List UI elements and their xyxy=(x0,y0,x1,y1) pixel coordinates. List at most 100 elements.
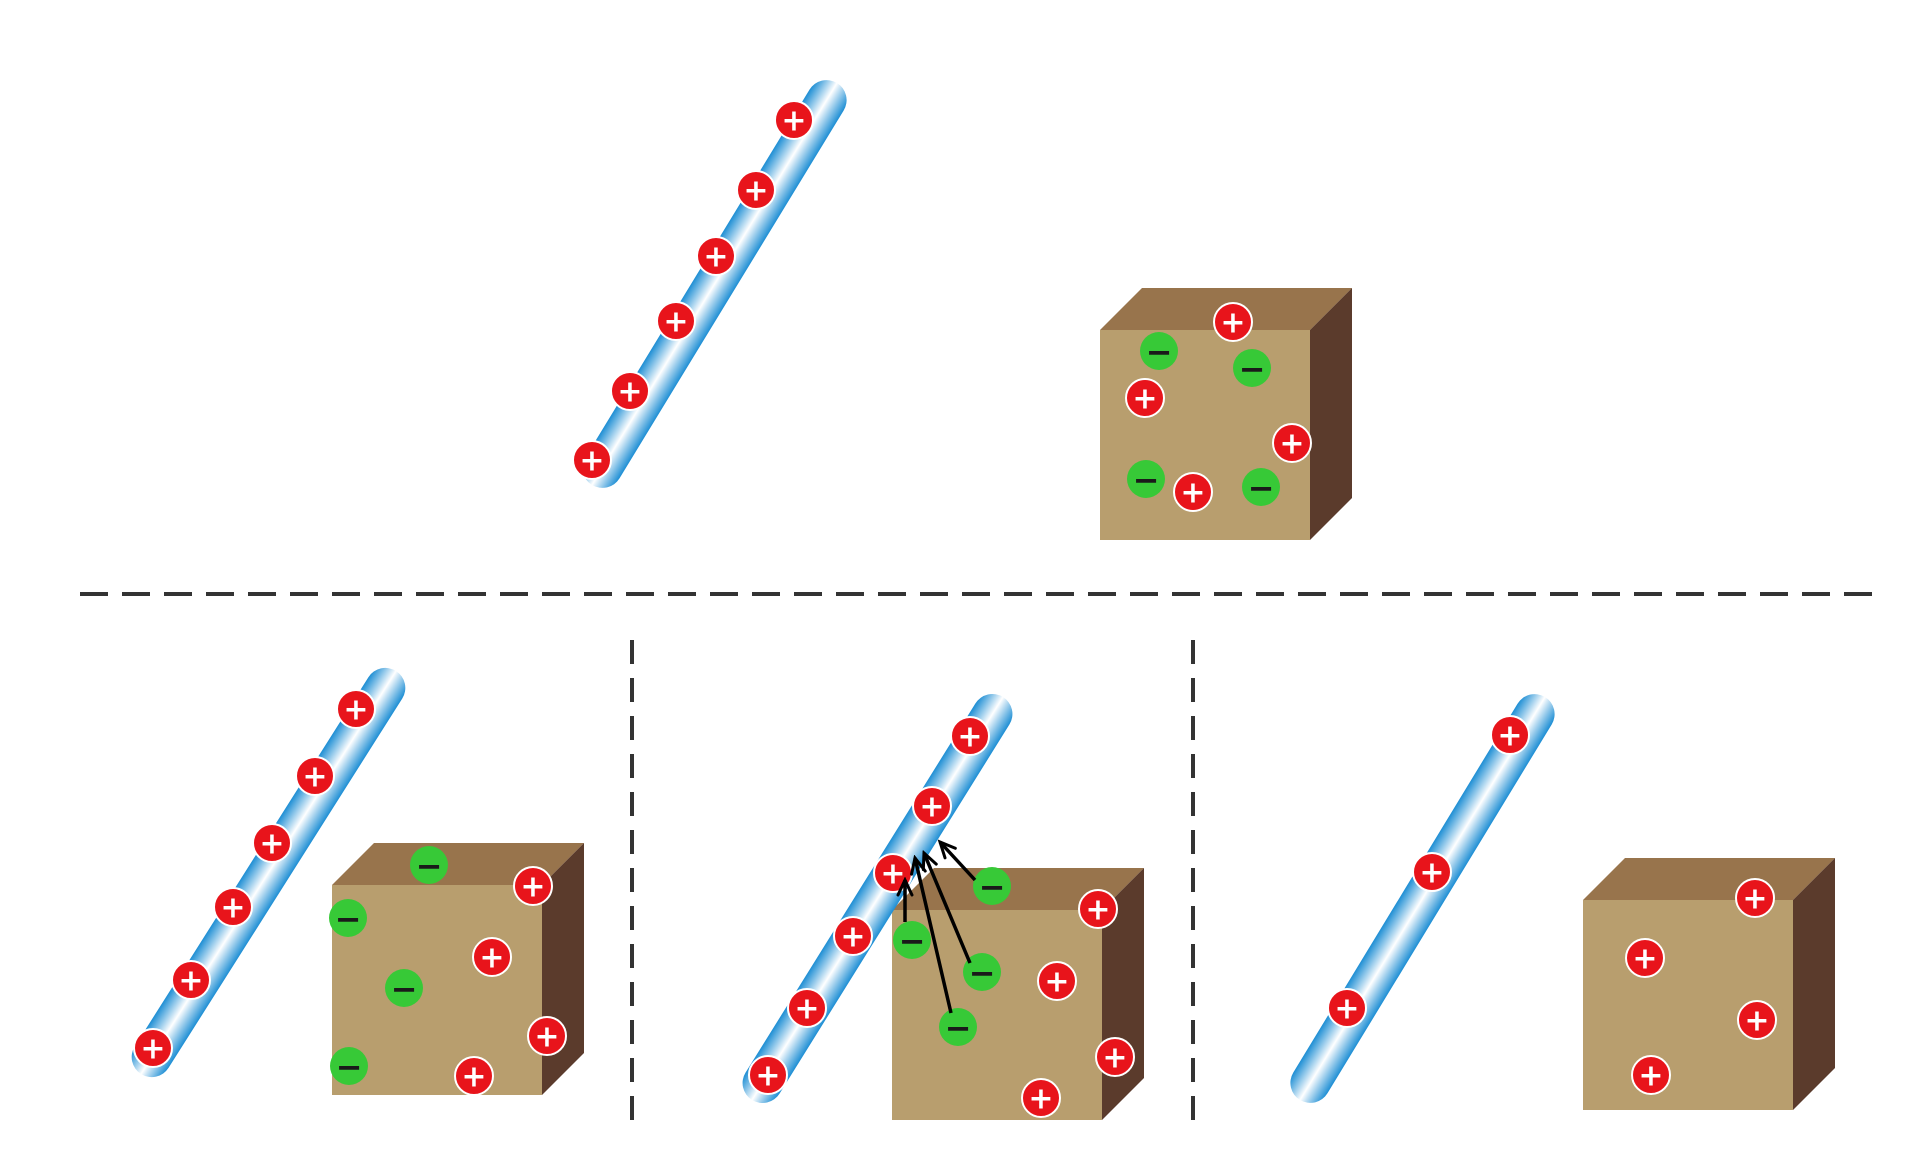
positive-sign: + xyxy=(1744,1004,1769,1039)
negative-charge-circle xyxy=(1242,468,1280,506)
bottom-1-object-positive-charge-4: + xyxy=(454,1056,494,1096)
bottom-3-rod-positive-charge-1: + xyxy=(1490,715,1530,755)
positive-charge-circle xyxy=(1037,961,1077,1001)
bottom-2-rod-positive-charge-5: + xyxy=(787,988,827,1028)
positive-sign: + xyxy=(919,790,944,825)
bottom-1-rod-positive-charge-4: + xyxy=(213,887,253,927)
top-object-negative-charge-1: − xyxy=(1140,332,1178,371)
bottom-2-rod-positive-charge-4: + xyxy=(833,916,873,956)
negative-sign: − xyxy=(416,847,443,885)
positive-sign: + xyxy=(1085,893,1110,928)
bottom-3-object-positive-charge-2: + xyxy=(1625,938,1665,978)
positive-charge-circle xyxy=(748,1055,788,1095)
positive-charge-circle xyxy=(656,301,696,341)
positive-charge-circle xyxy=(950,716,990,756)
bottom-2-object-positive-charge-3: + xyxy=(1095,1037,1135,1077)
positive-sign: + xyxy=(1742,882,1767,917)
bottom-1-object-positive-charge-1: + xyxy=(513,866,553,906)
electron-flow-arrow-3 xyxy=(915,858,953,1014)
charges-layer: ++++++++++−−−−++++++++++−−−−++++++++++−−… xyxy=(133,100,1777,1118)
electron-flow-arrow-1 xyxy=(940,842,977,882)
positive-sign: + xyxy=(840,920,865,955)
positive-sign: + xyxy=(1334,992,1359,1027)
box-side-face xyxy=(1310,288,1352,540)
positive-sign: + xyxy=(663,305,688,340)
positive-charge-circle xyxy=(252,823,292,863)
positive-charge-circle xyxy=(1213,302,1253,342)
positive-charge-circle xyxy=(1095,1037,1135,1077)
negative-charge-circle xyxy=(963,953,1001,991)
bottom-2-rod-positive-charge-1: + xyxy=(950,716,990,756)
positive-sign: + xyxy=(794,992,819,1027)
positive-sign: + xyxy=(743,174,768,209)
positive-charge-circle xyxy=(472,937,512,977)
positive-sign: + xyxy=(1044,965,1069,1000)
positive-charge-circle xyxy=(774,100,814,140)
panel-dividers xyxy=(80,592,1880,1130)
top-rod xyxy=(582,80,847,488)
positive-sign: + xyxy=(1132,382,1157,417)
positive-sign: + xyxy=(178,964,203,999)
positive-sign: + xyxy=(880,857,905,892)
positive-charge-circle xyxy=(1490,715,1530,755)
negative-charge-circle xyxy=(1140,332,1178,370)
positive-charge-circle xyxy=(572,440,612,480)
bottom-2-object-negative-charge-3: − xyxy=(963,953,1001,992)
positive-sign: + xyxy=(302,760,327,795)
positive-charge-circle xyxy=(527,1016,567,1056)
objects-layer xyxy=(332,288,1835,1120)
bottom-1-rod-positive-charge-6: + xyxy=(133,1028,173,1068)
top-rod-positive-charge-5: + xyxy=(610,371,650,411)
negative-charge-circle xyxy=(410,846,448,884)
bottom-2-object-negative-charge-1: − xyxy=(973,867,1011,906)
positive-sign: + xyxy=(1632,942,1657,977)
positive-charge-circle xyxy=(1327,988,1367,1028)
positive-sign: + xyxy=(534,1020,559,1055)
bottom-2-object-negative-charge-4: − xyxy=(939,1008,977,1047)
positive-sign: + xyxy=(520,870,545,905)
top-rod-positive-charge-2: + xyxy=(736,170,776,210)
bottom-1-object-negative-charge-2: − xyxy=(329,899,367,938)
bottom-1-object-negative-charge-4: − xyxy=(330,1047,368,1086)
top-rod-positive-charge-3: + xyxy=(696,236,736,276)
bottom-1-object-positive-charge-3: + xyxy=(527,1016,567,1056)
bottom-1-rod-positive-charge-5: + xyxy=(171,960,211,1000)
bottom-3-object-positive-charge-4: + xyxy=(1631,1055,1671,1095)
positive-charge-circle xyxy=(454,1056,494,1096)
positive-sign: + xyxy=(1279,427,1304,462)
bottom-1-rod-positive-charge-1: + xyxy=(336,689,376,729)
positive-sign: + xyxy=(957,720,982,755)
positive-charge-circle xyxy=(1631,1055,1671,1095)
positive-sign: + xyxy=(343,693,368,728)
positive-charge-circle xyxy=(1125,378,1165,418)
negative-charge-circle xyxy=(973,867,1011,905)
top-object-positive-charge-4: + xyxy=(1173,472,1213,512)
positive-charge-circle xyxy=(1737,1000,1777,1040)
positive-sign: + xyxy=(1180,476,1205,511)
positive-charge-circle xyxy=(736,170,776,210)
positive-charge-circle xyxy=(1173,472,1213,512)
positive-sign: + xyxy=(781,104,806,139)
positive-sign: + xyxy=(579,444,604,479)
top-object-positive-charge-1: + xyxy=(1213,302,1253,342)
electron-flow-arrow-2 xyxy=(924,853,972,964)
positive-sign: + xyxy=(1497,719,1522,754)
negative-sign: − xyxy=(336,1048,363,1086)
positive-sign: + xyxy=(1638,1059,1663,1094)
bottom-1-object-positive-charge-2: + xyxy=(472,937,512,977)
bottom-2-object-positive-charge-1: + xyxy=(1078,889,1118,929)
positive-sign: + xyxy=(755,1059,780,1094)
positive-charge-circle xyxy=(336,689,376,729)
negative-charge-circle xyxy=(329,899,367,937)
positive-sign: + xyxy=(479,941,504,976)
positive-charge-circle xyxy=(1412,852,1452,892)
positive-charge-circle xyxy=(1021,1078,1061,1118)
top-object-negative-charge-2: − xyxy=(1233,349,1271,388)
box-side-face xyxy=(1793,858,1835,1110)
arrows-layer xyxy=(905,842,977,1014)
positive-charge-circle xyxy=(213,887,253,927)
positive-charge-circle xyxy=(295,756,335,796)
bottom-3-rod-positive-charge-2: + xyxy=(1412,852,1452,892)
bottom-2-object-positive-charge-2: + xyxy=(1037,961,1077,1001)
positive-charge-circle xyxy=(1078,889,1118,929)
